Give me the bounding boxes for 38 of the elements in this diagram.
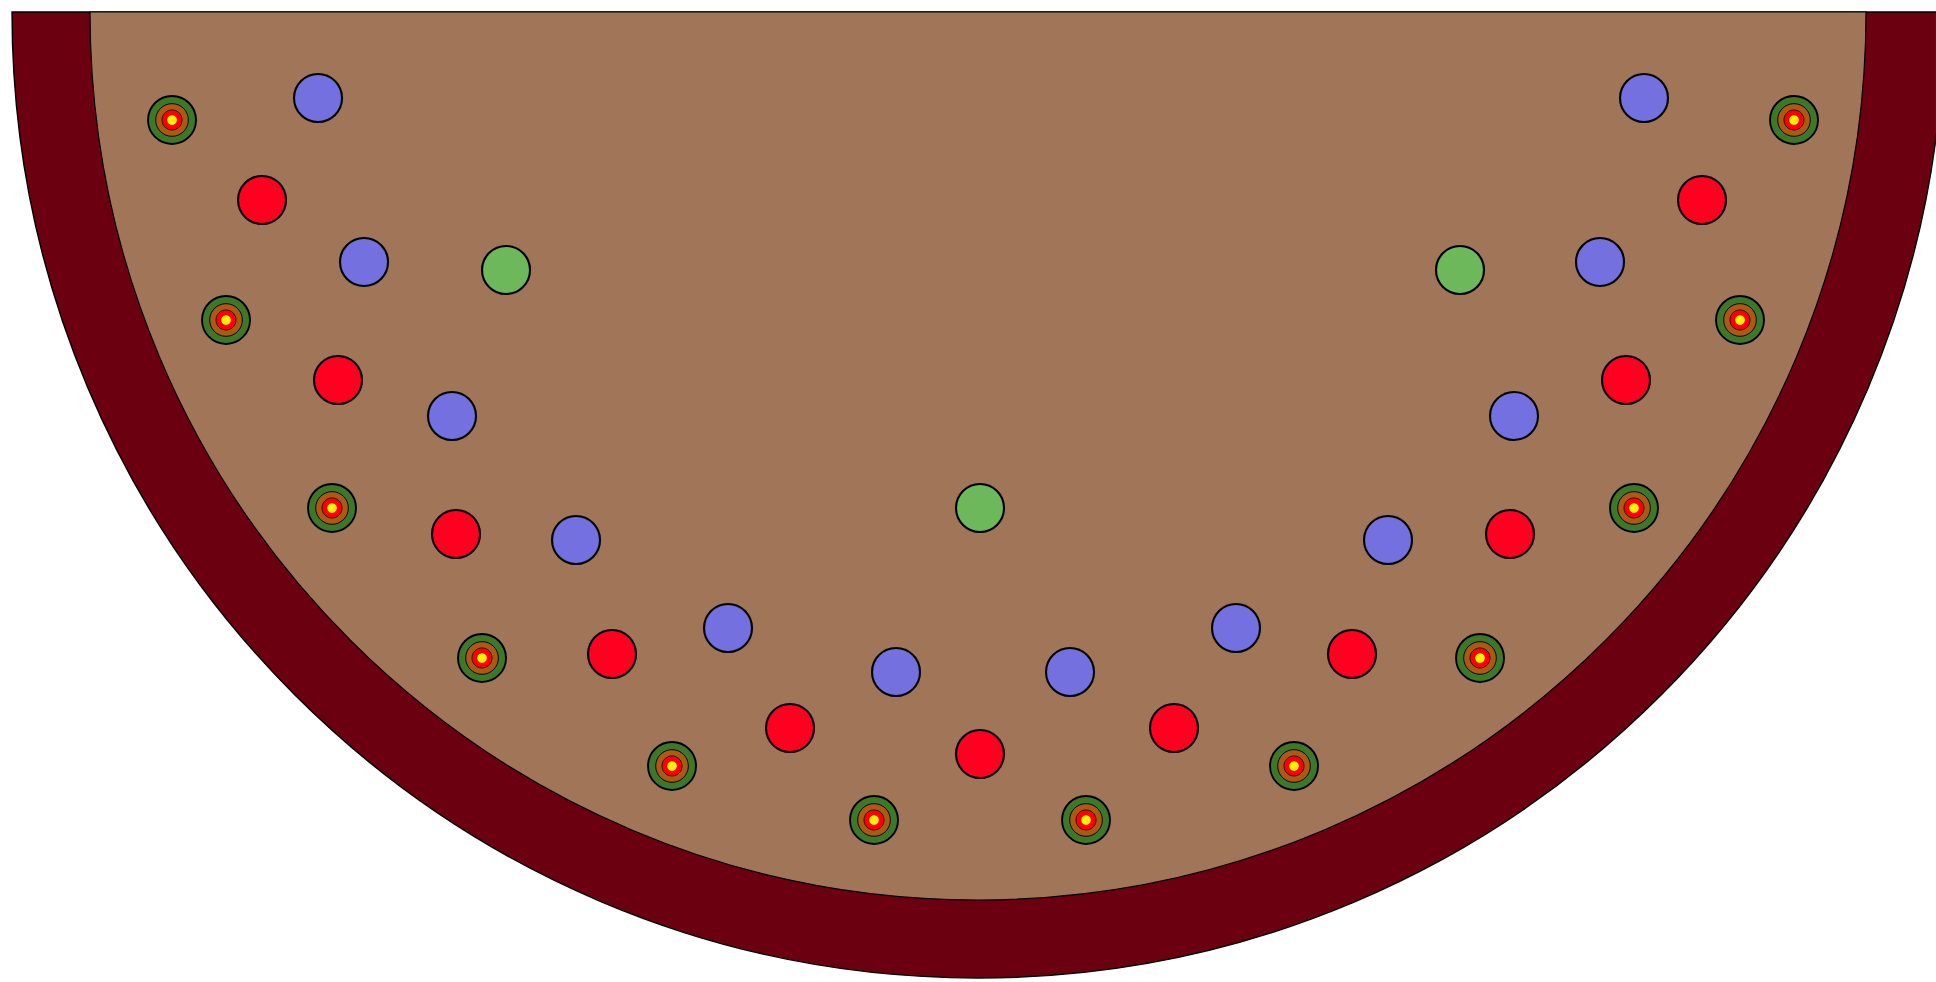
- target-circle: [1455, 633, 1505, 683]
- target-circle: [201, 295, 251, 345]
- circle: [550, 514, 602, 566]
- target-circle: [849, 795, 899, 845]
- target-circle: [307, 483, 357, 533]
- circle: [236, 174, 288, 226]
- circle: [312, 354, 364, 406]
- circle: [954, 728, 1006, 780]
- circle: [1676, 174, 1728, 226]
- circle: [954, 482, 1006, 534]
- circle: [870, 646, 922, 698]
- circle: [702, 602, 754, 654]
- circle: [338, 236, 390, 288]
- circle: [1600, 354, 1652, 406]
- circle: [1488, 390, 1540, 442]
- circle: [1434, 244, 1486, 296]
- circle: [1044, 646, 1096, 698]
- circle: [1326, 628, 1378, 680]
- circle: [1148, 702, 1200, 754]
- circle: [1618, 72, 1670, 124]
- target-circle: [647, 741, 697, 791]
- circle: [430, 508, 482, 560]
- target-circle: [1769, 95, 1819, 145]
- target-circle: [147, 95, 197, 145]
- target-circle: [1061, 795, 1111, 845]
- circle: [426, 390, 478, 442]
- target-circle: [1715, 295, 1765, 345]
- circle: [1574, 236, 1626, 288]
- circle: [1362, 514, 1414, 566]
- circle: [586, 628, 638, 680]
- circle: [1210, 602, 1262, 654]
- circle: [480, 244, 532, 296]
- circle: [1484, 508, 1536, 560]
- target-circle: [1269, 741, 1319, 791]
- target-circle: [1609, 483, 1659, 533]
- circle: [292, 72, 344, 124]
- circle: [764, 702, 816, 754]
- target-circle: [457, 633, 507, 683]
